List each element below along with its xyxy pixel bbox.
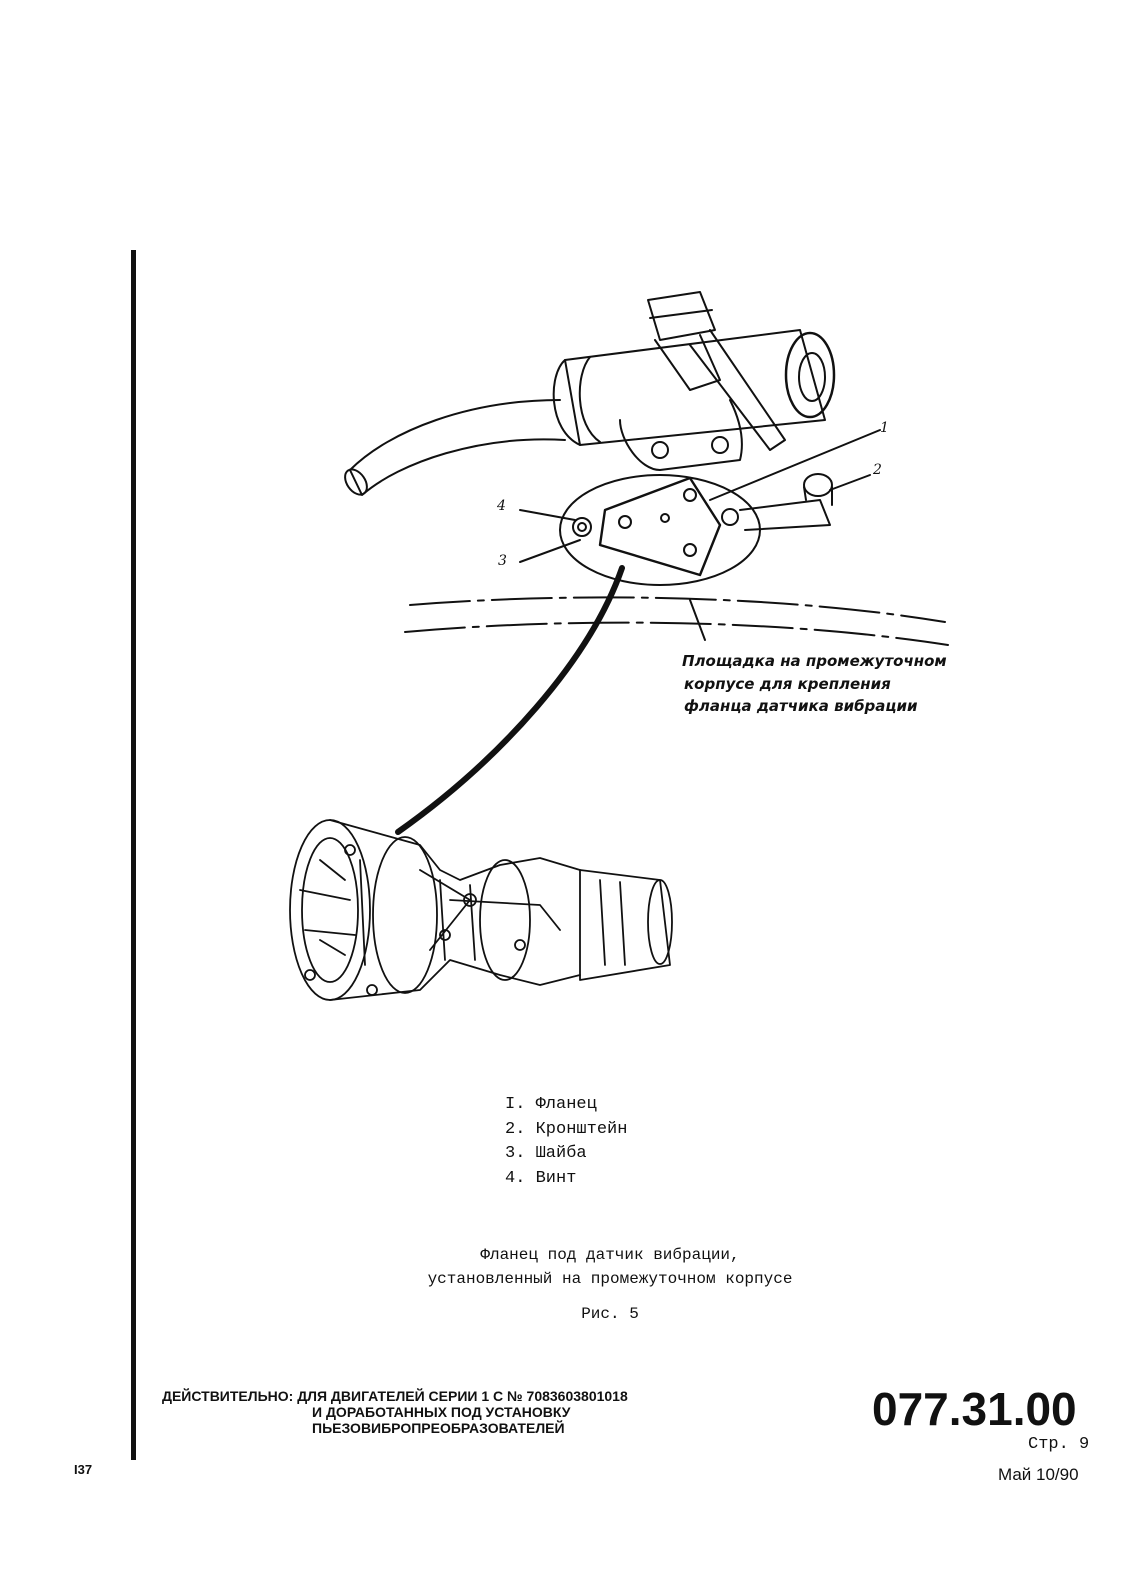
page-number: Стр. 9 bbox=[1028, 1435, 1090, 1454]
triangular-flange bbox=[598, 476, 722, 577]
legend-item: 2. Кронштейн bbox=[505, 1119, 628, 1139]
site-note-line-1: Площадка на промежуточном bbox=[682, 652, 947, 670]
callout-2: 2 bbox=[873, 462, 882, 478]
engine bbox=[289, 819, 673, 1001]
sheet-number: I37 bbox=[74, 1462, 93, 1477]
callout-1: 1 bbox=[880, 420, 889, 436]
figure-caption-line-2: установленный на промежуточном корпусе bbox=[427, 1270, 793, 1288]
validity-line-1: ДЕЙСТВИТЕЛЬНО: ДЛЯ ДВИГАТЕЛЕЙ СЕРИИ 1 С … bbox=[162, 1388, 628, 1404]
callout-4: 4 bbox=[497, 498, 506, 514]
revision-date: Май 10/90 bbox=[998, 1465, 1079, 1484]
validity-line-3: ПЬЕЗОВИБРОПРЕОБРАЗОВАТЕЛЕЙ bbox=[312, 1420, 565, 1436]
callout-3: 3 bbox=[498, 553, 507, 569]
validity-line-2: И ДОРАБОТАННЫХ ПОД УСТАНОВКУ bbox=[312, 1404, 571, 1420]
bracket-arm bbox=[739, 499, 831, 531]
figure-caption-line-1: Фланец под датчик вибрации, bbox=[480, 1246, 740, 1264]
cable-hose bbox=[349, 399, 566, 496]
connector-nut bbox=[647, 291, 716, 341]
legend-item: 4. Винт bbox=[505, 1168, 577, 1188]
site-note-line-2: корпусе для крепления bbox=[684, 675, 891, 693]
legend-item: I. Фланец bbox=[505, 1095, 597, 1114]
figure-number: Рис. 5 bbox=[581, 1305, 639, 1323]
location-pointer bbox=[395, 565, 625, 835]
document-number: 077.31.00 bbox=[872, 1383, 1077, 1435]
parts-legend: I. Фланец 2. Кронштейн 3. Шайба 4. Винт bbox=[505, 1093, 627, 1191]
site-note-line-3: фланца датчика вибрации bbox=[684, 697, 918, 715]
connector-body bbox=[564, 329, 826, 446]
legend-item: 3. Шайба bbox=[505, 1144, 587, 1163]
revision-change-bar bbox=[131, 250, 136, 1460]
